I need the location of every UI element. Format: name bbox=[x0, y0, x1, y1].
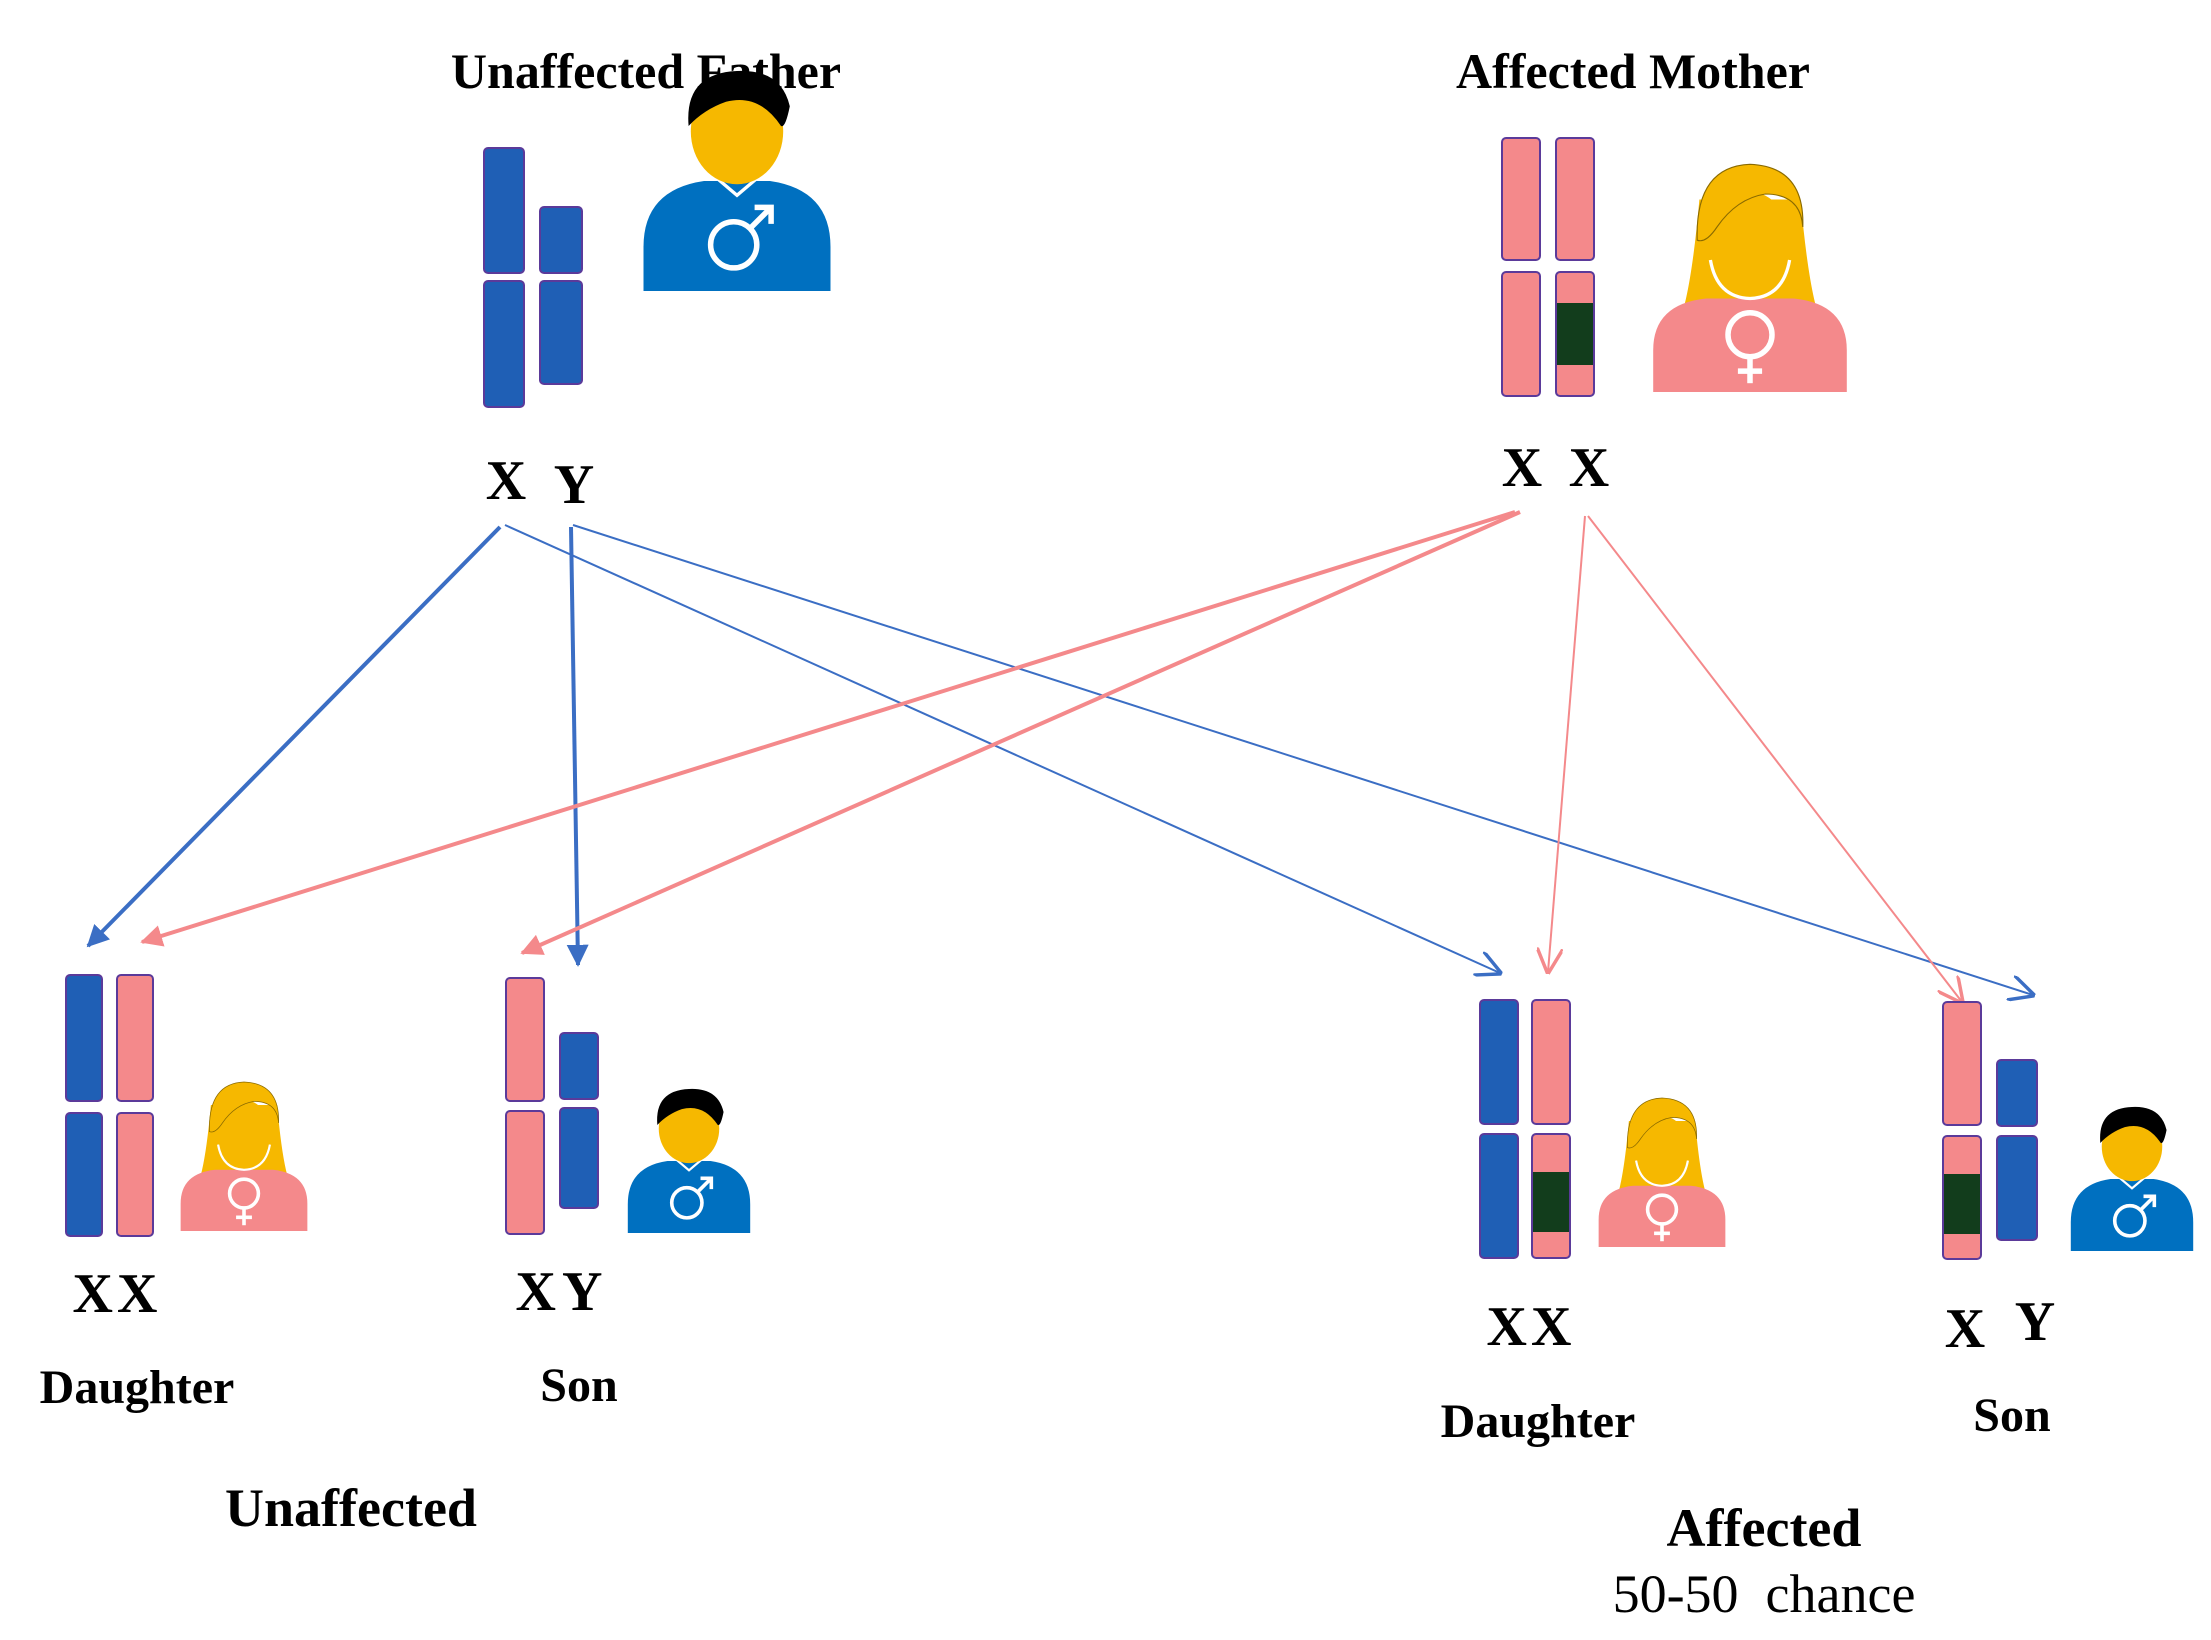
arrow-mother-x-to-unaffected-son bbox=[520, 510, 1521, 955]
mutation-band bbox=[1944, 1174, 1980, 1234]
unaffected-daughter-genotype: XX bbox=[73, 1263, 162, 1325]
affected-daughter-genotype: XX bbox=[1487, 1296, 1576, 1358]
male-symbol-icon bbox=[2112, 1194, 2157, 1238]
unaffected-daughter-label: Daughter bbox=[40, 1361, 235, 1414]
father-genotype-y: Y bbox=[554, 454, 594, 516]
mutation-band bbox=[1557, 303, 1593, 365]
affected-son-label: Son bbox=[1973, 1389, 2050, 1442]
mother-genotype-x1: X bbox=[1502, 437, 1542, 499]
arrow-mother-x-to-affected-son bbox=[1587, 515, 1962, 1002]
female-symbol-icon bbox=[1645, 1193, 1679, 1242]
arrow-mother-x-to-affected-daughter bbox=[1548, 515, 1586, 972]
unaffected-son-label: Son bbox=[540, 1359, 617, 1412]
male-symbol-icon bbox=[669, 1176, 714, 1220]
father-chromosomes bbox=[483, 147, 583, 408]
mother-chromosomes bbox=[1501, 137, 1595, 397]
inheritance-arrows bbox=[86, 510, 2033, 1002]
female-symbol-icon bbox=[227, 1177, 261, 1226]
mother-genotype-x2: X bbox=[1569, 437, 1609, 499]
arrow-father-x-to-unaffected-daughter bbox=[86, 525, 502, 948]
chromosome-x-normal bbox=[1501, 137, 1541, 397]
chromosome-x-mutated bbox=[1555, 137, 1595, 397]
affected-son: X Y Son bbox=[1942, 1001, 2194, 1442]
arrow-mother-x-to-unaffected-daughter bbox=[140, 510, 1516, 947]
daughter-avatar bbox=[180, 1081, 308, 1231]
affected-daughter-label: Daughter bbox=[1441, 1395, 1636, 1448]
affected-daughter: XX Daughter bbox=[1441, 999, 1726, 1448]
unaffected-son: XY Son bbox=[505, 977, 751, 1412]
arrow-father-x-to-affected-daughter bbox=[504, 524, 1500, 973]
female-symbol-icon bbox=[1725, 310, 1775, 384]
mother-group: Affected Mother X X bbox=[1456, 43, 1847, 499]
arrow-father-y-to-unaffected-son bbox=[566, 526, 589, 967]
son-avatar bbox=[627, 1088, 751, 1233]
father-avatar bbox=[643, 70, 831, 291]
chromosome-y bbox=[539, 206, 583, 385]
mutation-band bbox=[1533, 1172, 1569, 1232]
daughter-avatar bbox=[1598, 1097, 1726, 1247]
affected-son-genotype-y: Y bbox=[2015, 1291, 2055, 1353]
father-group: Unaffected Father X Y bbox=[451, 43, 841, 516]
unaffected-group-label: Unaffected bbox=[225, 1478, 477, 1538]
male-symbol-icon bbox=[707, 204, 774, 271]
arrow-father-y-to-affected-son bbox=[572, 524, 2033, 995]
mother-avatar bbox=[1653, 163, 1847, 392]
father-genotype-x: X bbox=[486, 450, 526, 512]
affected-chance-note: 50-50 chance bbox=[1613, 1564, 1916, 1624]
unaffected-daughter: XX Daughter bbox=[40, 974, 308, 1414]
unaffected-son-genotype: XY bbox=[516, 1261, 609, 1323]
affected-group-label: Affected bbox=[1667, 1498, 1862, 1558]
mother-title: Affected Mother bbox=[1456, 43, 1810, 99]
chromosome-x bbox=[483, 147, 525, 408]
affected-son-genotype-x: X bbox=[1945, 1298, 1985, 1360]
son-avatar bbox=[2070, 1106, 2194, 1251]
